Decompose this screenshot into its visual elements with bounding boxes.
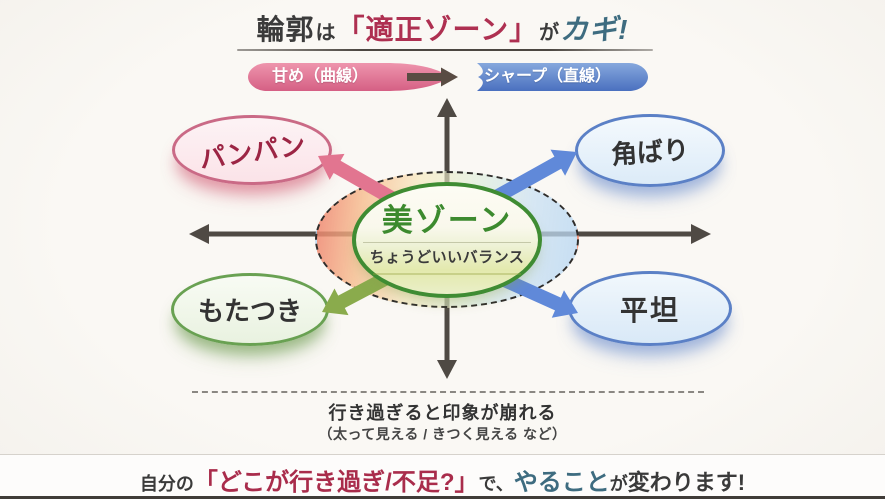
footer-segment-question: 「どこが行き過ぎ/不足?」 (193, 469, 479, 496)
page-title: 輪郭 は 「適正ゾーン」 が カギ! (0, 8, 885, 48)
title-particle-2: が (539, 22, 560, 44)
footer-segment-particle: で、 (478, 474, 514, 494)
legend-direction-arrow-icon (407, 67, 458, 87)
beauty-zone-title: 美ゾーン (381, 203, 513, 239)
bottom-edge-strip (0, 496, 885, 499)
beauty-zone-divider (363, 241, 531, 243)
title-particle: は (315, 22, 336, 44)
beauty-zone-subtitle: ちょうどいいバランス (369, 248, 525, 266)
beauty-zone-accent-band (373, 272, 521, 275)
bubble-bottom-left-saggy: もたつき (171, 273, 329, 346)
title-underline (237, 49, 653, 51)
title-segment-emphasis: カギ! (560, 14, 629, 45)
footer-divider-line (0, 454, 885, 455)
footer-segment-intro: 自分の (139, 474, 194, 494)
bubble-label: 角ばり (610, 134, 691, 170)
legend-pink-pill-shape (248, 63, 451, 91)
horizontal-axis-left-arrowhead-icon (189, 224, 209, 244)
beauty-zone-ellipse: 美ゾーン ちょうどいいバランス (352, 182, 542, 298)
dashed-separator-line (192, 391, 704, 393)
title-segment-keyword: 「適正ゾーン」 (336, 14, 539, 45)
horizontal-axis-right-arrowhead-icon (691, 224, 711, 244)
footer-segment-changes: 変わります! (627, 470, 746, 495)
footer-segment-particle-2: が (609, 474, 628, 494)
footer-message: 自分の 「どこが行き過ぎ/不足?」 で、 やること が 変わります! (0, 455, 885, 496)
title-segment-dark: 輪郭 (256, 14, 315, 45)
bubble-top-left-puffy: パンパン (172, 115, 332, 185)
footer-segment-action: やること (513, 469, 610, 496)
bubble-top-right-angular: 角ばり (575, 114, 725, 187)
caption-examples: （太って見える / きつく見える など） (318, 426, 567, 442)
bubble-label: 平坦 (619, 294, 680, 326)
legend-blue-pill-shape (477, 63, 648, 91)
bubble-label: パンパン (197, 129, 308, 174)
legend-label-soft: 甘め（曲線） (271, 68, 368, 85)
caption-warning: 行き過ぎると印象が崩れる (328, 403, 557, 423)
bubble-label: もたつき (197, 296, 302, 326)
legend-scale-graphic (248, 63, 648, 91)
vertical-axis-up-arrowhead-icon (437, 98, 457, 117)
vertical-axis-down-arrowhead-icon (437, 360, 457, 379)
legend-label-sharp: シャープ（直線） (483, 68, 612, 85)
bubble-bottom-right-flat: 平坦 (568, 271, 732, 346)
